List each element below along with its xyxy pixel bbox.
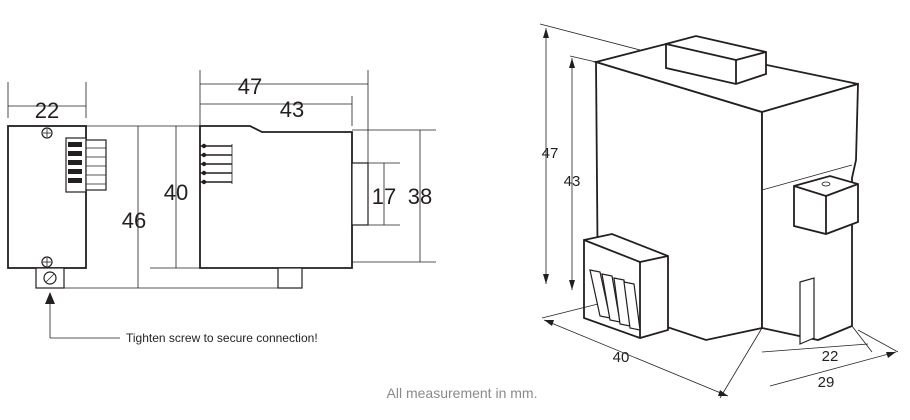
dim-extension-line [539,23,641,51]
overall-height-label: 38 [408,184,432,209]
side-depth-body-label: 43 [280,97,304,122]
iso-view: 47 43 [539,23,899,399]
side-depth-total-label: 47 [238,74,262,99]
side-wires [200,143,233,185]
dim-line [543,319,729,397]
iso-terminal-slots [589,269,641,331]
iso-height-total-label: 47 [542,145,559,162]
dim-line [761,343,869,353]
screw-note: Tighten screw to secure connection! [126,331,318,345]
arrow-up-icon [45,292,55,304]
iso-width-total-label: 29 [818,374,835,391]
iso-bottom-slot [799,277,815,345]
side-body-height-label: 40 [164,180,188,205]
iso-width-label: 22 [822,348,839,365]
footer-note: All measurement in mm. [387,385,538,401]
terminal-pins [68,139,107,191]
side-connector [351,162,369,226]
front-width-label: 22 [35,98,59,123]
side-body [199,125,353,269]
dim-line [769,351,897,387]
side-view: 47 43 40 [150,70,436,289]
iso-top-block [665,35,767,85]
iso-depth-label: 40 [613,349,630,366]
front-view: 22 46 [7,82,318,345]
side-bottom-tab [277,267,303,289]
connector-height-label: 17 [372,184,396,209]
iso-height-body-label: 43 [564,173,581,190]
front-height-label: 46 [122,208,146,233]
